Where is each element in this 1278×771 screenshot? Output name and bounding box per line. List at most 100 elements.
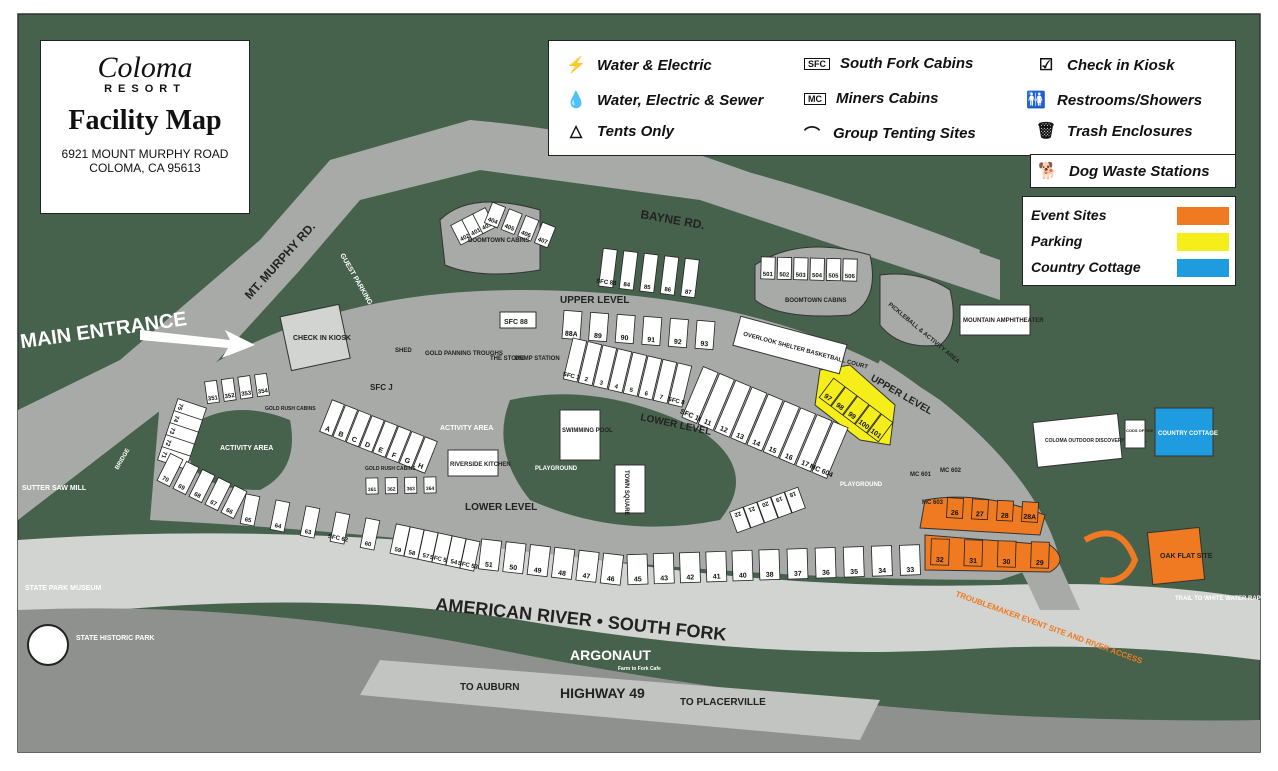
event-lower-site[interactable]: 32 (930, 538, 950, 566)
upper-row-site[interactable]: 87 (680, 257, 700, 299)
row-10-17-site[interactable]: 17 (795, 414, 833, 473)
parking-site[interactable]: 101 (866, 413, 894, 443)
river-right-site[interactable]: 34 (870, 545, 893, 577)
row-1-8-site[interactable]: 6 (637, 355, 663, 401)
gold-rush-site[interactable]: 353 (237, 375, 254, 400)
row-1-8-site[interactable]: 4 (607, 348, 633, 394)
boomtown-left-site[interactable]: 406 (517, 214, 540, 242)
river-right-site[interactable]: 48 (550, 546, 576, 580)
event-upper-site[interactable]: 26 (946, 497, 964, 519)
parking-site[interactable]: 98 (830, 386, 858, 416)
upper-row-site[interactable]: SFC 83 (596, 247, 621, 289)
parking-site[interactable]: 97 (818, 377, 846, 407)
parking-site[interactable]: 99 (842, 395, 870, 425)
event-lower-site[interactable]: 31 (963, 539, 984, 567)
river-right-site[interactable]: 49 (526, 544, 551, 578)
boomtown-right-site[interactable]: 502 (776, 256, 793, 280)
gold-rush-site[interactable]: 352 (220, 377, 237, 402)
river-right-site[interactable]: 45 (626, 553, 649, 586)
event-upper-site[interactable]: 28A (1021, 501, 1039, 523)
row-1-8-site[interactable]: 2 (577, 341, 603, 387)
river-left-site[interactable]: 57 (417, 529, 439, 563)
mid-cluster-site[interactable]: 22 (729, 506, 751, 534)
abc-site[interactable]: A (319, 399, 345, 437)
abc-site[interactable]: B (332, 404, 359, 443)
event-upper-site[interactable]: 28 (996, 499, 1014, 522)
boomtown-right-site[interactable]: 504 (809, 257, 825, 281)
gold-rush-site[interactable]: 351 (204, 379, 220, 405)
river-right-site[interactable]: 36 (814, 547, 837, 579)
river-right-site[interactable]: 33 (899, 544, 921, 576)
row-88-site[interactable]: 90 (614, 313, 636, 345)
boomtown-right-site[interactable]: 506 (842, 258, 858, 282)
row-1-8-site[interactable]: 3 (592, 344, 618, 390)
upper-row-site[interactable]: 84 (618, 250, 639, 291)
river-left-site[interactable]: 63 (299, 505, 321, 539)
row-88-site[interactable]: 93 (694, 319, 716, 351)
parking-site[interactable]: 100 (854, 404, 882, 434)
row-10-17-site[interactable]: 11 (697, 372, 735, 431)
river-right-site[interactable]: 46 (599, 552, 625, 586)
river-left-site[interactable]: 67 (204, 476, 232, 512)
event-lower-site[interactable]: 29 (1030, 541, 1050, 569)
abc-site[interactable]: F (385, 425, 412, 464)
boomtown-right-site[interactable]: 503 (793, 257, 809, 281)
mid-cluster-site[interactable]: 20 (756, 496, 779, 524)
row-1-8-site[interactable]: SFC 1 (562, 337, 589, 383)
boomtown-right-site[interactable]: 501 (760, 256, 776, 280)
river-right-site[interactable]: 43 (652, 552, 675, 585)
upper-row-site[interactable]: 86 (659, 255, 680, 296)
river-right-site[interactable]: 47 (575, 549, 600, 583)
river-left-site[interactable]: 65 (239, 493, 261, 527)
boomtown-left-site[interactable]: 404 (483, 201, 507, 229)
river-right-site[interactable]: 40 (731, 549, 754, 582)
row-88-site[interactable]: 92 (667, 317, 689, 349)
abc-site[interactable]: E (372, 420, 398, 458)
river-left-site[interactable]: SFC 53 (457, 538, 484, 572)
river-right-site[interactable]: 51 (477, 538, 503, 572)
row-10-17-site[interactable]: 13 (730, 386, 768, 445)
abc-site[interactable]: G (398, 430, 425, 469)
abc-site[interactable]: C (345, 409, 372, 448)
river-left-site[interactable]: 60 (359, 517, 381, 551)
gold-rush-bottom-site[interactable]: 364 (423, 476, 437, 494)
gold-rush-bottom-site[interactable]: 363 (404, 476, 418, 494)
row-88-site[interactable]: 91 (641, 315, 663, 347)
row-10-17-site[interactable]: 14 (746, 393, 784, 452)
river-left-site[interactable]: 70 (156, 452, 184, 488)
river-left-site[interactable]: 64 (269, 499, 291, 533)
river-right-site[interactable]: 38 (758, 548, 781, 581)
row-10-17-site[interactable]: 16 (778, 407, 817, 466)
boomtown-left-site[interactable]: 407 (533, 221, 557, 249)
abc-site[interactable]: D (359, 415, 385, 453)
boomtown-right-site[interactable]: 505 (825, 258, 842, 282)
row-10-17-site[interactable]: 12 (713, 379, 752, 438)
gold-rush-bottom-site[interactable]: 362 (384, 477, 398, 495)
event-upper-site[interactable]: 27 (971, 498, 989, 521)
river-right-site[interactable]: 35 (842, 546, 865, 578)
row-1-8-site[interactable]: SFC 8 (667, 362, 694, 408)
river-left-site[interactable]: 68 (188, 468, 216, 504)
river-right-site[interactable]: 37 (786, 548, 809, 580)
mid-cluster-site[interactable]: 19 (770, 491, 793, 519)
river-right-site[interactable]: 41 (705, 550, 728, 583)
mid-cluster-site[interactable]: 18 (784, 486, 806, 514)
upper-row-site[interactable]: 85 (639, 252, 659, 294)
row-1-8-site[interactable]: 7 (652, 358, 678, 404)
abc-site[interactable]: H (412, 436, 438, 474)
gold-rush-site[interactable]: 354 (254, 372, 270, 398)
gold-rush-bottom-site[interactable]: 361 (365, 477, 379, 495)
check-in-kiosk-building[interactable] (279, 303, 351, 372)
row-10-17-site[interactable]: 15 (762, 400, 800, 459)
row-1-8-site[interactable]: 5 (622, 351, 648, 397)
river-left-site[interactable]: SFC 62 (327, 511, 353, 545)
river-right-site[interactable]: 42 (679, 551, 701, 584)
row-88-site[interactable]: 88A (561, 309, 583, 341)
river-right-site[interactable]: 50 (502, 541, 527, 575)
row-88-site[interactable]: 89 (588, 311, 610, 343)
mid-cluster-site[interactable]: 21 (742, 501, 765, 529)
event-lower-site[interactable]: 30 (996, 540, 1017, 568)
river-left-site[interactable]: 66 (220, 484, 248, 520)
boomtown-left-site[interactable]: 405 (500, 208, 523, 236)
river-left-site[interactable]: 69 (172, 460, 200, 496)
